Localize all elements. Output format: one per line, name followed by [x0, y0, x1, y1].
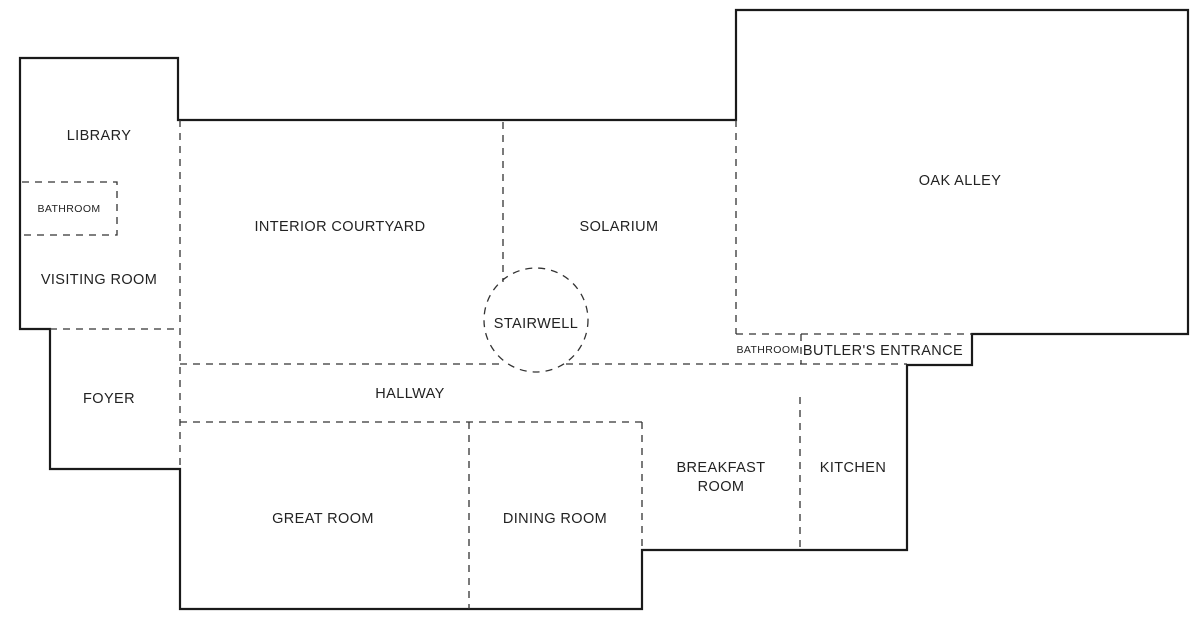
room-label-solarium: SOLARIUM	[580, 219, 659, 235]
stairwell-circle	[483, 267, 589, 373]
room-label-hallway: HALLWAY	[375, 386, 444, 402]
room-label-dining-room: DINING ROOM	[503, 511, 607, 527]
room-labels: LIBRARY BATHROOM VISITING ROOM FOYER INT…	[37, 128, 1002, 527]
room-label-breakfast-room-line2: ROOM	[698, 479, 745, 495]
room-label-kitchen: KITCHEN	[820, 460, 886, 476]
partition-west-bathroom	[22, 181, 118, 236]
room-label-breakfast-room-line1: BREAKFAST	[676, 460, 765, 476]
room-label-library: LIBRARY	[67, 128, 132, 144]
room-label-bathroom-east: BATHROOM	[736, 344, 799, 356]
room-label-great-room: GREAT ROOM	[272, 511, 374, 527]
room-label-foyer: FOYER	[83, 391, 135, 407]
room-label-oak-alley: OAK ALLEY	[919, 173, 1002, 189]
room-label-visiting-room: VISITING ROOM	[41, 272, 157, 288]
room-label-interior-courtyard: INTERIOR COURTYARD	[254, 219, 425, 235]
room-label-butlers-entrance: BUTLER'S ENTRANCE	[803, 343, 963, 359]
interior-partitions	[22, 120, 972, 609]
room-label-stairwell: STAIRWELL	[494, 316, 578, 332]
room-label-bathroom-west: BATHROOM	[37, 203, 100, 215]
